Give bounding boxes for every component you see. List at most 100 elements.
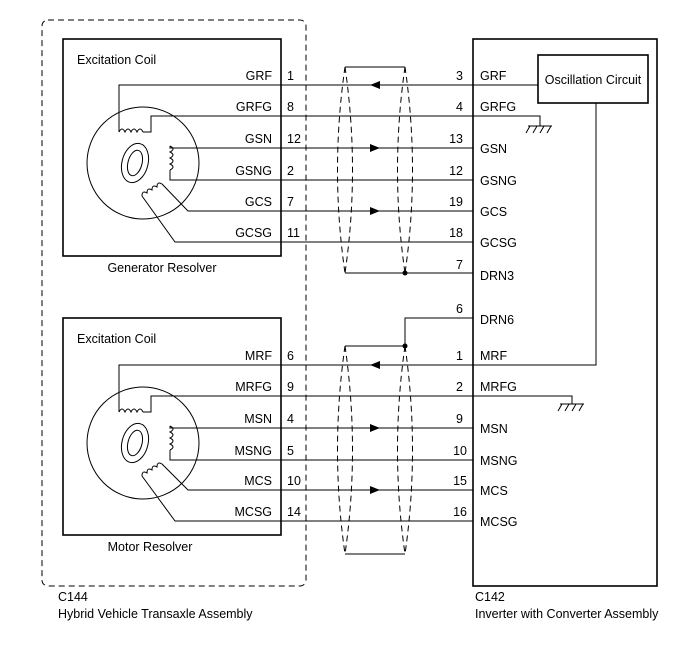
motor-excitation-coil-icon <box>118 408 144 414</box>
left-label-gsng: GSNG <box>235 164 272 178</box>
motor-ground-icon <box>557 403 584 412</box>
right-label-mrfg: MRFG <box>480 380 517 394</box>
generator-grf-internal <box>118 84 281 132</box>
motor-shield-right-right <box>397 345 406 555</box>
drn3-pin: 7 <box>456 258 463 272</box>
generator-cos-coil-icon <box>141 182 163 197</box>
left-label-grfg: GRFG <box>236 100 272 114</box>
right-pin-msng: 10 <box>453 444 467 458</box>
right-label-gsng: GSNG <box>480 174 517 188</box>
right-label-mcsg: MCSG <box>480 515 518 529</box>
wire-grfg <box>281 115 541 126</box>
left-label-gsn: GSN <box>245 132 272 146</box>
generator-resolver-caption: Generator Resolver <box>107 261 216 275</box>
generator-excitation-coil-label: Excitation Coil <box>77 53 156 67</box>
motor-rotor-inner <box>126 429 144 457</box>
generator-shield-left-right <box>337 66 346 274</box>
right-label-gcs: GCS <box>480 205 507 219</box>
transaxle-assembly-name: Hybrid Vehicle Transaxle Assembly <box>58 607 253 621</box>
drn6-pin: 6 <box>456 302 463 316</box>
generator-sin-coil-icon <box>168 145 174 171</box>
motor-rotor-outer <box>120 422 150 464</box>
right-pin-mrfg: 2 <box>456 380 463 394</box>
left-pin-gsn: 12 <box>287 132 301 146</box>
drn3-label: DRN3 <box>480 269 514 283</box>
transaxle-assembly-outline <box>41 19 307 587</box>
right-pin-gcsg: 18 <box>449 226 463 240</box>
right-pin-mcsg: 16 <box>453 505 467 519</box>
motor-resolver-caption: Motor Resolver <box>108 540 193 554</box>
wire-gsn-arrow <box>370 144 380 152</box>
oscillation-circuit-label: Oscillation Circuit <box>545 73 642 87</box>
motor-mrfg-internal <box>143 395 281 413</box>
left-pin-msng: 5 <box>287 444 294 458</box>
oscillation-circuit-box <box>537 54 649 104</box>
right-pin-msn: 9 <box>456 412 463 426</box>
generator-excitation-coil-icon <box>118 128 144 134</box>
wire-gcs-arrow <box>370 207 380 215</box>
generator-gcsg-internal <box>141 195 281 243</box>
right-label-gsn: GSN <box>480 142 507 156</box>
left-pin-mrf: 6 <box>287 349 294 363</box>
motor-wire-group <box>281 361 573 522</box>
right-label-msng: MSNG <box>480 454 518 468</box>
generator-shield-right-left <box>404 66 413 274</box>
left-label-gcsg: GCSG <box>235 226 272 240</box>
wire-grf-arrow <box>370 81 380 89</box>
right-pin-mcs: 15 <box>453 474 467 488</box>
drn3-junction-dot <box>402 270 408 276</box>
motor-mcsg-internal <box>141 475 281 522</box>
motor-resolver-stator <box>86 386 200 500</box>
wire-msn-arrow <box>370 424 380 432</box>
motor-sin-coil-icon <box>168 425 174 451</box>
right-label-msn: MSN <box>480 422 508 436</box>
motor-mcs-internal <box>161 463 281 491</box>
inverter-connector-code: C142 <box>475 590 505 604</box>
oscillation-to-mrf-line <box>473 103 597 366</box>
motor-mrf-internal <box>118 364 281 412</box>
left-label-msn: MSN <box>244 412 272 426</box>
motor-excitation-coil-label: Excitation Coil <box>77 332 156 346</box>
generator-labels: GRF 1 3 GRF GRFG 8 4 GRFG GSN 12 13 GSN … <box>235 69 517 250</box>
right-pin-mrf: 1 <box>456 349 463 363</box>
generator-grfg-internal <box>143 115 281 133</box>
right-label-grfg: GRFG <box>480 100 516 114</box>
generator-ground-icon <box>525 125 552 134</box>
left-pin-gcs: 7 <box>287 195 294 209</box>
left-label-msng: MSNG <box>235 444 273 458</box>
motor-shield-left-left <box>344 345 353 555</box>
inverter-assembly-box <box>472 38 658 587</box>
motor-msng-internal <box>169 450 281 461</box>
left-pin-gsng: 2 <box>287 164 294 178</box>
left-pin-mrfg: 9 <box>287 380 294 394</box>
motor-shield-left-right <box>337 345 346 555</box>
drn6-label: DRN6 <box>480 313 514 327</box>
wire-mrfg <box>281 395 573 404</box>
right-pin-gsng: 12 <box>449 164 463 178</box>
motor-msn-internal <box>169 426 281 429</box>
transaxle-connector-code: C144 <box>58 590 88 604</box>
motor-shield-right-left <box>404 345 413 555</box>
generator-rotor-inner <box>126 149 144 177</box>
left-label-mrf: MRF <box>245 349 272 363</box>
drn6-junction-dot <box>402 343 408 349</box>
right-pin-gsn: 13 <box>449 132 463 146</box>
right-label-mrf: MRF <box>480 349 507 363</box>
right-pin-grf: 3 <box>456 69 463 83</box>
right-label-gcsg: GCSG <box>480 236 517 250</box>
left-label-gcs: GCS <box>245 195 272 209</box>
right-pin-grfg: 4 <box>456 100 463 114</box>
generator-gcs-internal <box>161 183 281 212</box>
left-pin-mcsg: 14 <box>287 505 301 519</box>
generator-rotor-outer <box>120 142 150 184</box>
left-pin-gcsg: 11 <box>287 226 300 240</box>
left-pin-mcs: 10 <box>287 474 301 488</box>
generator-shield-left-left <box>344 66 353 274</box>
left-label-grf: GRF <box>246 69 273 83</box>
left-pin-msn: 4 <box>287 412 294 426</box>
generator-resolver-stator <box>86 106 200 220</box>
drn6-wire <box>404 317 473 346</box>
generator-gsn-internal <box>169 146 281 149</box>
motor-cos-coil-icon <box>141 462 163 477</box>
inverter-assembly-name: Inverter with Converter Assembly <box>475 607 659 621</box>
